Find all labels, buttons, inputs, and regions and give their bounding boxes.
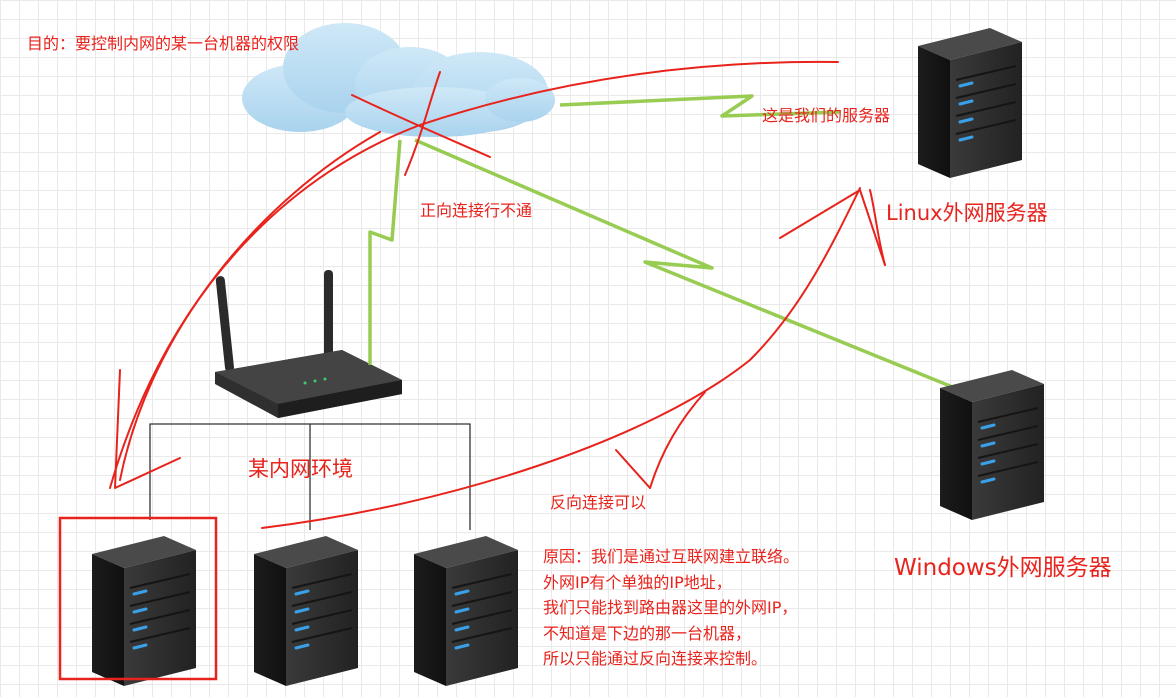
goal-label: 目的：要控制内网的某一台机器的权限: [27, 34, 300, 53]
linux-server-icon: [916, 26, 1024, 180]
reason-line: 原因：我们是通过互联网建立联络。: [543, 547, 800, 566]
intranet-server-3-icon: [412, 534, 520, 688]
internet-cloud-icon: [242, 23, 555, 137]
forward-fail-label: 正向连接行不通: [420, 201, 533, 220]
reason-line: 外网IP有个单独的IP地址，: [543, 572, 732, 592]
reason-note: 原因：我们是通过互联网建立联络。 外网IP有个单独的IP地址， 我们只能找到路由…: [543, 544, 799, 672]
reason-line: 不知道是下边的那一台机器，: [543, 623, 752, 643]
reason-line: 所以只能通过反向连接来控制。: [543, 649, 768, 668]
intranet-env-label: 某内网环境: [248, 457, 353, 481]
reverse-ok-label: 反向连接可以: [550, 493, 647, 512]
linux-server-label: Linux外网服务器: [886, 201, 1048, 225]
target-highlight-box: [58, 516, 218, 681]
windows-server-icon: [938, 368, 1046, 522]
wireless-links: [368, 94, 956, 390]
our-server-label: 这是我们的服务器: [762, 106, 891, 125]
reason-line: 我们只能找到路由器这里的外网IP，: [543, 598, 798, 617]
router-icon: [215, 270, 402, 418]
intranet-server-2-icon: [252, 534, 360, 688]
annotation-strokes: [109, 60, 886, 529]
target-server-icon: [90, 534, 198, 688]
windows-server-label: Windows外网服务器: [894, 555, 1112, 581]
